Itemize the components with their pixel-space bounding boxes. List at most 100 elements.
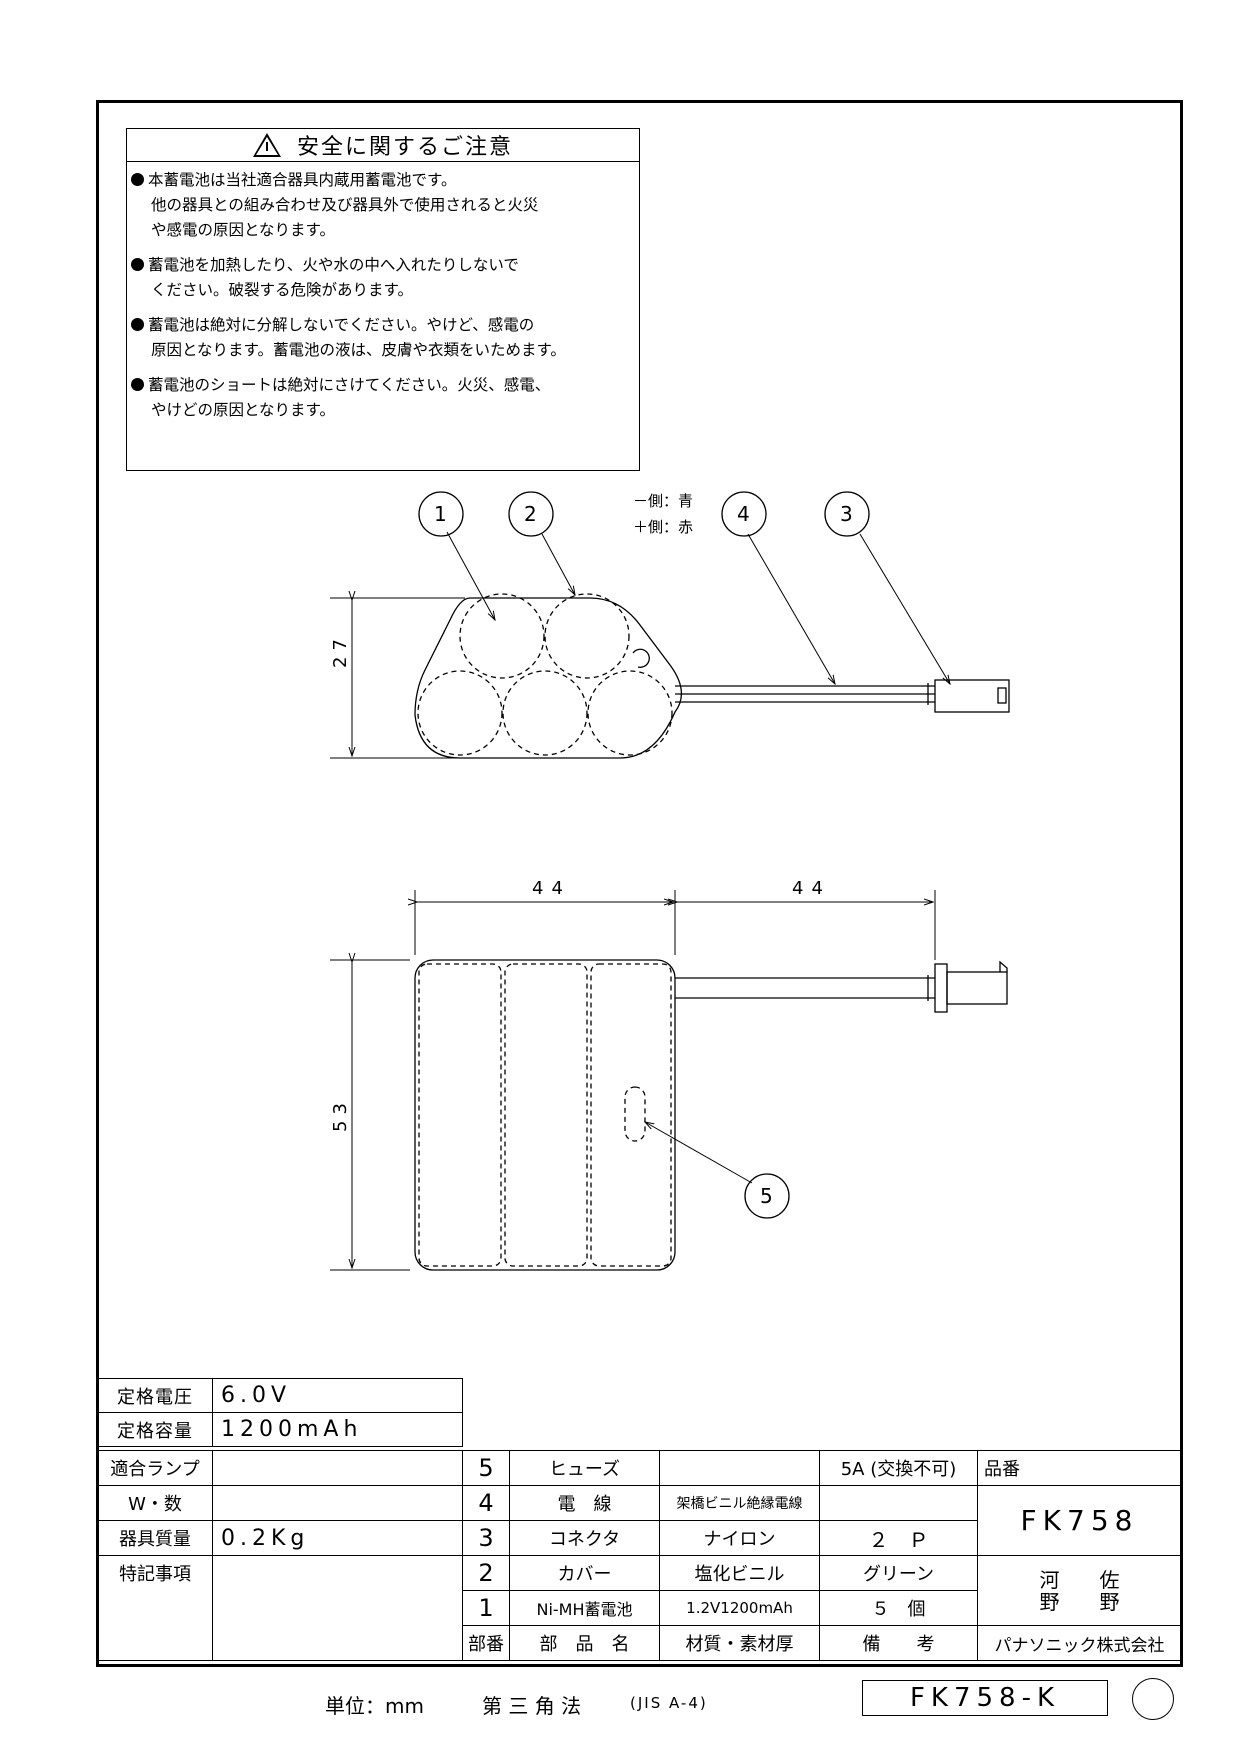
- part-name: 電 線: [509, 1485, 660, 1521]
- safety-text: や感電の原因となります。: [151, 221, 335, 239]
- part-remarks: ２ Ｐ: [819, 1520, 978, 1556]
- spec-value: 0.2Kg: [212, 1520, 463, 1556]
- spec-label: W・数: [97, 1485, 213, 1521]
- approver-text: 佐: [1099, 1567, 1120, 1592]
- drawing-frame: [96, 100, 1183, 1667]
- part-no: 4: [462, 1485, 510, 1521]
- connector-front: [934, 963, 948, 1013]
- table-row: 1 Ni-MH蓄電池 1.2V1200mAh ５ 個: [97, 1590, 1182, 1661]
- part-number-label: 品番: [977, 1450, 1182, 1486]
- warning-icon: [252, 133, 281, 157]
- safety-item: 蓄電池は絶対に分解しないでください。やけど、感電の 原因となります。蓄電池の液は…: [131, 313, 635, 363]
- projection-text: 第 三 角 法: [482, 1694, 582, 1718]
- spec-value: 6.0V: [212, 1378, 463, 1413]
- safety-text: 蓄電池のショートは絶対にさけてください。火災、感電、: [148, 376, 551, 394]
- part-remarks: [819, 1485, 978, 1521]
- safety-text: 原因となります。蓄電池の液は、皮膚や衣類をいためます。: [151, 341, 566, 359]
- dim-width-lead: 44: [792, 878, 831, 899]
- safety-text: やけどの原因となります。: [151, 401, 335, 419]
- safety-title-bar: 安全に関するご注意: [127, 129, 639, 162]
- cells-top: [417, 593, 673, 756]
- safety-item: 蓄電池を加熱したり、火や水の中へ入れたりしないで ください。破裂する危険がありま…: [131, 253, 635, 303]
- safety-item: 蓄電池のショートは絶対にさけてください。火災、感電、 やけどの原因となります。: [131, 373, 635, 423]
- spec-value: [212, 1485, 463, 1521]
- part-name: コネクタ: [509, 1520, 660, 1556]
- cells-front: [418, 963, 672, 1267]
- callout-4: 4: [737, 502, 750, 526]
- part-material: 1.2V1200mAh: [659, 1590, 820, 1626]
- spec-label: 定格容量: [97, 1412, 213, 1447]
- revision-circle: [1132, 1678, 1174, 1720]
- pack-outline-front: [414, 959, 676, 1271]
- part-no: 5: [462, 1450, 510, 1486]
- paper-size-text: (JIS A-4): [630, 1694, 708, 1712]
- safety-title: 安全に関するご注意: [296, 135, 513, 160]
- dim-height-front: 53: [330, 1097, 351, 1132]
- spec-value: [212, 1450, 463, 1486]
- dim-width-body: 44: [532, 878, 571, 899]
- drawing-number: FK758-K: [862, 1680, 1108, 1716]
- safety-notice: 安全に関するご注意 本蓄電池は当社適合器具内蔵用蓄電池です。 他の器具との組み合…: [126, 128, 640, 471]
- table-header-row: 部番 部 品 名 材質・素材厚 備 考 パナソニック株式会社: [98, 1625, 1182, 1661]
- parts-table: 適合ランプ 5 ヒューズ 5A (交換不可) 品番 W・数 4 電 線 架橋ビニ…: [97, 1450, 1182, 1661]
- fuse-mark-top: [632, 648, 650, 668]
- header-name: 部 品 名: [509, 1625, 660, 1661]
- safety-text: ください。破裂する危険があります。: [151, 281, 413, 299]
- spec-label: 定格電圧: [97, 1378, 213, 1413]
- callout-3: 3: [840, 502, 853, 526]
- part-material: 架橋ビニル絶縁電線: [659, 1485, 820, 1521]
- spec-value: 1200mAh: [212, 1412, 463, 1447]
- dim-height-top: 27: [330, 633, 351, 668]
- pack-outline-top: [414, 597, 682, 759]
- part-name: カバー: [509, 1555, 660, 1591]
- part-name: Ni-MH蓄電池: [509, 1590, 660, 1626]
- part-remarks: 5A (交換不可): [819, 1450, 978, 1486]
- spec-label: 器具質量: [97, 1520, 213, 1556]
- part-no: 2: [462, 1555, 510, 1591]
- table-row: W・数 4 電 線 架橋ビニル絶縁電線 FK758: [97, 1485, 1182, 1556]
- part-material: [659, 1450, 820, 1486]
- header-remarks: 備 考: [819, 1625, 978, 1661]
- safety-text: 蓄電池を加熱したり、火や水の中へ入れたりしないで: [148, 256, 519, 274]
- safety-text: 蓄電池は絶対に分解しないでください。やけど、感電の: [148, 316, 535, 334]
- spec-label: 特記事項: [97, 1555, 213, 1591]
- callout-1: 1: [434, 502, 447, 526]
- part-material: 塩化ビニル: [659, 1555, 820, 1591]
- approver-text: 野: [1099, 1589, 1120, 1614]
- polarity-plus: ＋側：赤: [633, 518, 694, 536]
- bullet-icon: [131, 318, 144, 331]
- polarity-minus: －側：青: [633, 492, 694, 510]
- table-row: 特記事項 2 カバー 塩化ビニル グリーン 河 佐 野 野: [97, 1555, 1182, 1661]
- company-name: パナソニック株式会社: [977, 1625, 1182, 1661]
- header-no: 部番: [462, 1625, 510, 1661]
- bullet-icon: [131, 173, 144, 186]
- safety-item: 本蓄電池は当社適合器具内蔵用蓄電池です。 他の器具との組み合わせ及び器具外で使用…: [131, 168, 635, 243]
- part-material: ナイロン: [659, 1520, 820, 1556]
- approver-text: 河: [1039, 1567, 1060, 1592]
- callout-2: 2: [524, 502, 537, 526]
- connector-top: [934, 679, 1010, 713]
- part-no: 3: [462, 1520, 510, 1556]
- bullet-icon: [131, 378, 144, 391]
- approver-text: 野: [1039, 1589, 1060, 1614]
- part-name: ヒューズ: [509, 1450, 660, 1486]
- safety-text: 他の器具との組み合わせ及び器具外で使用されると火災: [151, 196, 539, 214]
- table-row: 適合ランプ 5 ヒューズ 5A (交換不可) 品番: [97, 1450, 1182, 1486]
- safety-text: 本蓄電池は当社適合器具内蔵用蓄電池です。: [148, 171, 457, 189]
- approver-stamps: 河 佐 野 野: [977, 1555, 1182, 1626]
- part-number: FK758: [977, 1485, 1182, 1556]
- unit-text: 単位：mm: [325, 1694, 424, 1718]
- part-remarks: グリーン: [819, 1555, 978, 1591]
- part-no: 1: [462, 1590, 510, 1626]
- header-material: 材質・素材厚: [659, 1625, 820, 1661]
- bullet-icon: [131, 258, 144, 271]
- part-remarks: ５ 個: [819, 1590, 978, 1626]
- safety-body: 本蓄電池は当社適合器具内蔵用蓄電池です。 他の器具との組み合わせ及び器具外で使用…: [127, 162, 639, 423]
- callout-5: 5: [760, 1184, 773, 1208]
- spec-label: 適合ランプ: [97, 1450, 213, 1486]
- table-row: 器具質量 0.2Kg 3 コネクタ ナイロン ２ Ｐ: [97, 1520, 1182, 1556]
